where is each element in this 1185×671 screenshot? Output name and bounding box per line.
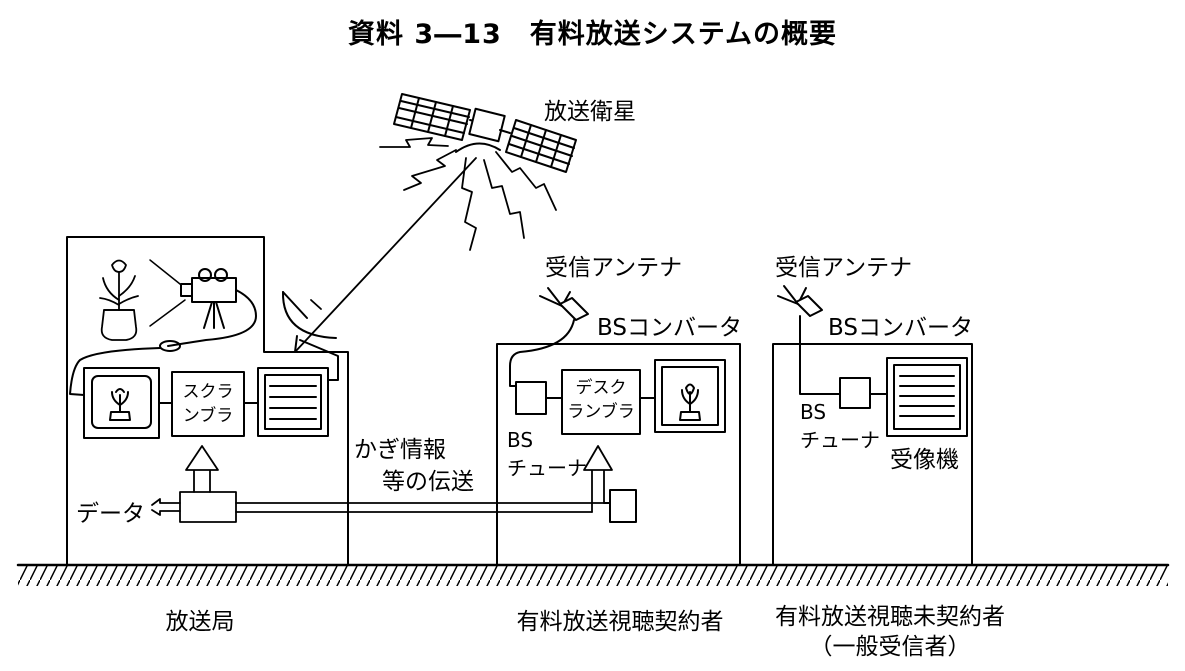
page-title: 資料 3―13 有料放送システムの概要 — [348, 19, 837, 50]
descrambler-box — [561, 369, 641, 435]
mouse-pad — [159, 340, 181, 352]
data-input-label: データ — [76, 501, 145, 527]
camera-view-line — [149, 259, 186, 289]
scrambler-box — [171, 371, 245, 437]
key-info-pipe — [151, 445, 613, 523]
nonsubscriber-antenna-label: 受信アンテナ — [775, 255, 913, 281]
descrambler-label: デスク ランブラ — [562, 376, 640, 424]
plant-illustration — [99, 259, 139, 341]
subscriber-antenna — [509, 287, 589, 387]
uplink-dish — [281, 291, 337, 339]
subscriber-caption: 有料放送視聴契約者 — [516, 609, 724, 635]
subscriber-antenna-label: 受信アンテナ — [545, 255, 683, 281]
key-info-label: かぎ情報 等の伝送 — [354, 434, 474, 498]
subscriber-tuner-box — [515, 381, 547, 415]
nonsubscriber-caption: 有料放送視聴未契約者 （一般受信者） — [760, 602, 1020, 662]
key-info-line2: 等の伝送 — [382, 469, 474, 495]
scrambler-label-line1: スクラ — [182, 382, 234, 402]
subscriber-decoder-box — [609, 489, 637, 523]
subscriber-tuner-label: BS チューナ — [507, 426, 587, 482]
nonsubscriber-receiver — [886, 357, 968, 437]
nonsubscriber-antenna — [777, 285, 841, 395]
nonsubscriber-caption-line1: 有料放送視聴未契約者 — [775, 604, 1005, 630]
scrambler-label: スクラ ンブラ — [172, 380, 244, 428]
satellite-dish — [455, 142, 501, 153]
station-transmitter — [257, 367, 329, 437]
station-caption: 放送局 — [165, 609, 235, 635]
key-info-line1: かぎ情報 — [354, 437, 446, 463]
descrambler-label-line2: ランブラ — [567, 402, 635, 422]
descrambler-label-line1: デスク — [575, 378, 627, 398]
satellite-label: 放送衛星 — [544, 99, 636, 125]
nonsubscriber-tuner-line1: BS — [800, 400, 827, 424]
subscriber-tuner-line2: チューナ — [507, 456, 587, 480]
radio-wave-bolts — [379, 137, 557, 251]
station-monitor — [83, 367, 160, 439]
satellite-illustration — [393, 93, 577, 173]
nonsubscriber-tuner-line2: チューナ — [800, 428, 880, 452]
station-building — [66, 236, 349, 566]
subscriber-monitor — [654, 359, 726, 433]
nonsubscriber-caption-line2: （一般受信者） — [809, 634, 971, 660]
subscriber-tuner-line1: BS — [507, 428, 534, 452]
nonsubscriber-building — [772, 343, 973, 566]
ground-hatch — [18, 566, 1168, 586]
subscriber-converter-label: BSコンバータ — [597, 315, 742, 341]
uplink-beam — [294, 157, 477, 353]
scrambler-label-line2: ンブラ — [182, 406, 234, 426]
nonsubscriber-converter-label: BSコンバータ — [828, 315, 973, 341]
camera-illustration — [167, 268, 257, 347]
satellite-body — [468, 107, 506, 143]
subscriber-building — [496, 343, 741, 566]
receiver-label: 受像機 — [890, 447, 959, 473]
nonsubscriber-tuner-label: BS チューナ — [800, 398, 880, 454]
